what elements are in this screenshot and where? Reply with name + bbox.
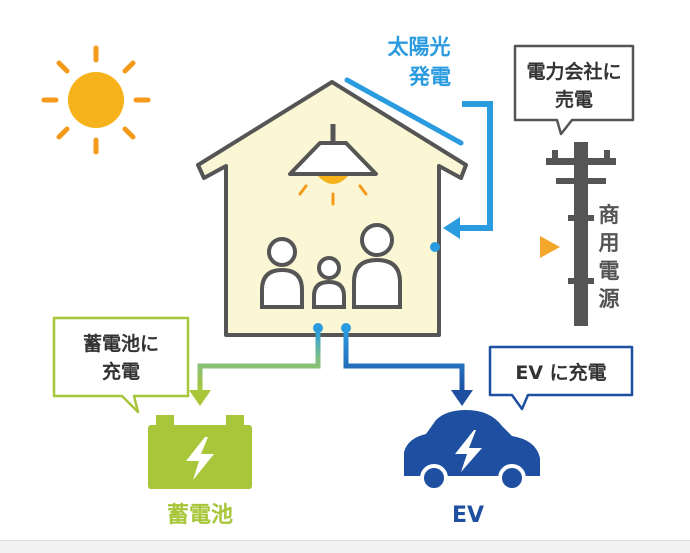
ceiling-lamp-icon [288, 124, 378, 206]
solar-flow-arrowhead [443, 217, 460, 239]
ev-label: EV [452, 503, 484, 528]
utility-sale-callout: 電力会社に 売電 [513, 44, 635, 136]
solar-flow-arrow [458, 101, 493, 231]
family-icon [260, 223, 402, 309]
ev-charge-callout: EV に充電 [488, 345, 634, 411]
solar-power-label: 太陽光 発電 [388, 35, 452, 89]
lightning-bolt-icon [455, 430, 482, 472]
svg-text:電力会社に: 電力会社に [526, 60, 621, 83]
svg-text:電: 電 [599, 259, 620, 283]
svg-text:発電: 発電 [408, 65, 451, 89]
svg-text:EV に充電: EV に充電 [515, 361, 606, 384]
battery-charge-arrow [189, 323, 323, 406]
svg-text:太陽光: 太陽光 [388, 35, 451, 59]
grid-export-arrow [430, 236, 560, 258]
battery-charge-callout: 蓄電池に 充電 [52, 316, 190, 414]
battery-label: 蓄電池 [167, 503, 233, 528]
battery-icon [148, 415, 252, 489]
ev-charge-arrow [341, 323, 473, 406]
svg-text:用: 用 [599, 231, 620, 255]
svg-text:蓄電池に: 蓄電池に [83, 332, 159, 355]
svg-text:源: 源 [599, 287, 620, 311]
utility-pole-icon [546, 142, 616, 326]
solar-panel [344, 77, 464, 146]
electric-car-icon [404, 410, 540, 492]
svg-text:充電: 充電 [102, 360, 140, 383]
grid-power-label: 商 用 電 源 [599, 203, 620, 311]
sun-icon [41, 45, 151, 155]
svg-text:商: 商 [599, 203, 620, 227]
svg-text:売電: 売電 [555, 88, 593, 111]
lightning-bolt-icon [186, 437, 214, 480]
bottom-divider [0, 540, 690, 553]
